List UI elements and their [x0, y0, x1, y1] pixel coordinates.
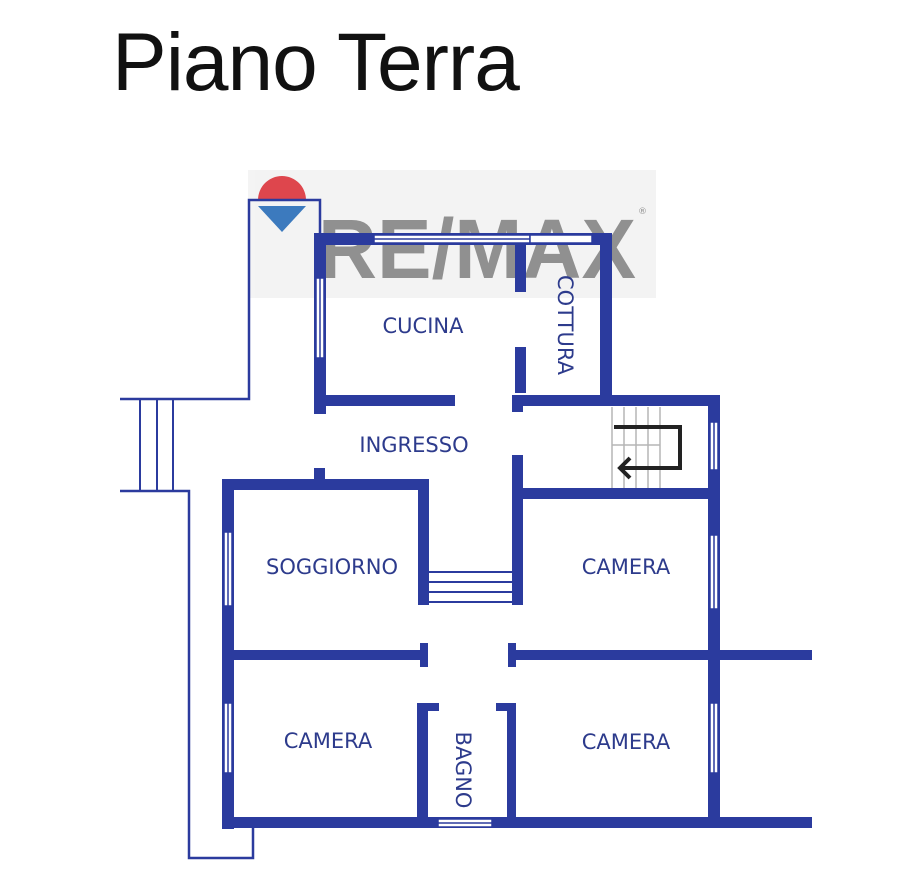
entry-steps: [429, 571, 512, 603]
room-label-camera-west-lower: CAMERA: [284, 729, 373, 753]
room-label-cottura: COTTURA: [553, 275, 577, 376]
wall: [320, 395, 455, 406]
wall: [507, 703, 516, 823]
wall: [515, 240, 526, 292]
room-label-ingresso: INGRESSO: [359, 433, 468, 457]
window: [529, 234, 593, 244]
wall: [417, 703, 428, 823]
wall: [222, 817, 812, 828]
wall: [512, 395, 720, 406]
exterior-path-outline: [120, 198, 322, 401]
floor-title: Piano Terra: [112, 17, 520, 108]
room-labels: CUCINA COTTURA INGRESSO SOGGIORNO CAMERA…: [266, 275, 671, 808]
room-label-camera-east-upper: CAMERA: [582, 555, 671, 579]
wall: [512, 650, 720, 660]
room-label-cucina: CUCINA: [383, 314, 465, 338]
stair-direction-arrow-icon: [614, 425, 682, 470]
wall: [600, 233, 612, 401]
wall: [222, 650, 428, 660]
watermark-brand-text: RE/MAX: [318, 202, 636, 296]
wall: [222, 479, 429, 490]
wall: [314, 468, 325, 479]
terrace-outline: [120, 489, 255, 860]
wall: [512, 395, 523, 412]
wall: [512, 455, 523, 605]
wall: [496, 703, 516, 711]
wall: [417, 703, 439, 711]
wall: [420, 643, 428, 667]
wall: [418, 479, 429, 605]
room-label-bagno: BAGNO: [451, 732, 475, 809]
watermark-registered-mark: ®: [638, 207, 647, 217]
exterior-stairs: [139, 399, 174, 491]
wall: [512, 488, 720, 499]
balloon-logo-icon: [258, 176, 306, 232]
room-label-camera-east-lower: CAMERA: [582, 730, 671, 754]
wall: [515, 347, 526, 393]
exterior-outlines: [120, 198, 812, 860]
room-label-soggiorno: SOGGIORNO: [266, 555, 398, 579]
windows: [223, 234, 719, 828]
internal-staircase: [611, 407, 682, 488]
